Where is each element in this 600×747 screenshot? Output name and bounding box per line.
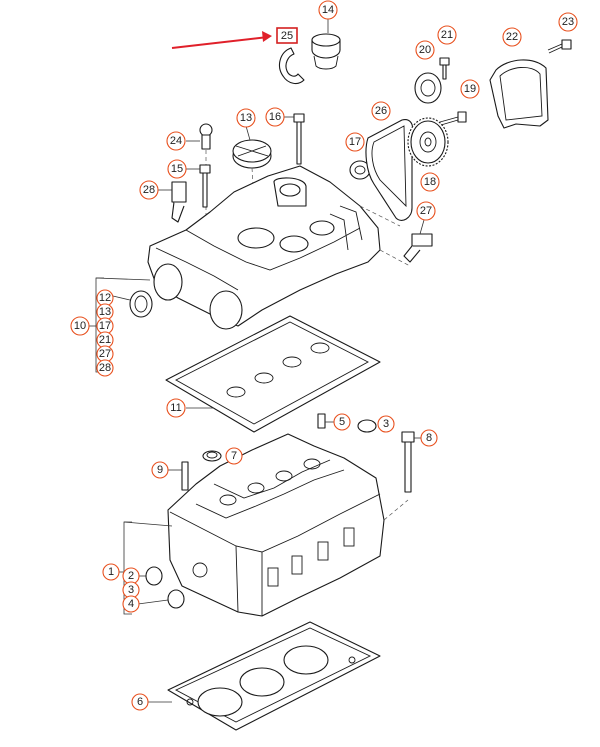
bolt-part-8 [401, 431, 422, 493]
callout-4[interactable]: 4 [122, 595, 140, 613]
callout-13[interactable]: 13 [236, 108, 256, 128]
seal-part-7 [202, 450, 222, 462]
callout-10[interactable]: 10 [70, 316, 90, 336]
bolt-part-15 [186, 164, 211, 208]
callout-16[interactable]: 16 [265, 107, 285, 127]
callout-10-member-28[interactable]: 28 [96, 359, 114, 377]
svg-text:6: 6 [137, 696, 143, 708]
callout-26[interactable]: 26 [371, 101, 391, 121]
pin-part-5 [317, 413, 334, 429]
highlight-label-25[interactable]: 25 [276, 27, 298, 44]
callouts: 14 21 22 23 20 19 26 17 18 27 13 16 24 1… [102, 0, 578, 711]
callout-10-member-12[interactable]: 12 [96, 289, 114, 307]
svg-text:21: 21 [99, 334, 111, 346]
bolt-part-21 [439, 57, 450, 80]
filler-cap-part [311, 19, 341, 70]
callout-6[interactable]: 6 [131, 693, 149, 711]
svg-text:27: 27 [420, 205, 432, 217]
callout-15[interactable]: 15 [167, 159, 187, 179]
svg-text:24: 24 [170, 135, 182, 147]
head-gasket-part-6 [148, 621, 381, 731]
svg-text:10: 10 [74, 320, 86, 332]
svg-text:8: 8 [426, 432, 432, 444]
callout-3-upper[interactable]: 3 [377, 415, 395, 433]
callout-20[interactable]: 20 [415, 40, 435, 60]
svg-text:20: 20 [419, 44, 431, 56]
belt-part-26 [365, 119, 414, 221]
bolt-part-23 [547, 39, 572, 54]
callout-19[interactable]: 19 [460, 79, 480, 99]
callout-24[interactable]: 24 [166, 131, 186, 151]
highlight-arrow [171, 31, 272, 49]
valve-cover-housing [147, 165, 411, 330]
svg-text:19: 19 [464, 83, 476, 95]
svg-text:17: 17 [99, 320, 111, 332]
callout-10-member-27[interactable]: 27 [96, 345, 114, 363]
svg-text:13: 13 [240, 112, 252, 124]
gasket-part-11 [165, 315, 381, 433]
plug-part-3-upper [357, 419, 377, 433]
svg-text:12: 12 [99, 292, 111, 304]
callout-14[interactable]: 14 [318, 0, 338, 20]
callout-28[interactable]: 28 [139, 180, 159, 200]
timing-cover-part-22 [489, 59, 549, 129]
hub-part-20 [414, 72, 442, 104]
sprocket-part-18 [407, 117, 449, 167]
callout-27[interactable]: 27 [416, 201, 436, 221]
svg-text:1: 1 [108, 566, 114, 578]
callout-7[interactable]: 7 [225, 447, 243, 465]
callout-21[interactable]: 21 [437, 25, 457, 45]
svg-text:15: 15 [171, 163, 183, 175]
sensor-part-27 [403, 219, 433, 263]
svg-text:28: 28 [99, 362, 111, 374]
plug-part-4 [167, 589, 185, 609]
svg-text:28: 28 [143, 184, 155, 196]
stud-part-9 [166, 461, 189, 491]
bolt-part-16 [284, 113, 305, 165]
cap-part-13 [232, 125, 272, 201]
callout-3[interactable]: 3 [122, 581, 140, 599]
svg-text:2: 2 [128, 570, 134, 582]
bolt-part-19 [439, 111, 467, 126]
callout-8[interactable]: 8 [420, 429, 438, 447]
svg-text:23: 23 [562, 16, 574, 28]
svg-text:3: 3 [128, 584, 134, 596]
cylinder-head-part-1 [167, 433, 409, 617]
svg-text:9: 9 [157, 464, 163, 476]
svg-text:16: 16 [269, 111, 281, 123]
group-10-callouts: 10 12 13 17 21 27 28 [70, 289, 114, 377]
svg-text:4: 4 [128, 598, 134, 610]
callout-5[interactable]: 5 [333, 413, 351, 431]
callout-17[interactable]: 17 [345, 132, 365, 152]
sensor-part-28 [158, 181, 187, 223]
svg-text:22: 22 [506, 31, 518, 43]
seal-ring-part-12 [112, 290, 153, 318]
highlight-label-text: 25 [281, 30, 293, 42]
svg-text:7: 7 [231, 450, 237, 462]
svg-text:13: 13 [99, 306, 111, 318]
svg-text:3: 3 [383, 418, 389, 430]
svg-text:11: 11 [170, 402, 181, 414]
callout-2[interactable]: 2 [122, 567, 140, 585]
svg-text:17: 17 [349, 136, 361, 148]
svg-text:18: 18 [424, 176, 436, 188]
callout-11[interactable]: 11 [166, 398, 186, 418]
svg-text:5: 5 [339, 416, 345, 428]
callout-10-member-21[interactable]: 21 [96, 331, 114, 349]
callout-10-member-17[interactable]: 17 [96, 317, 114, 335]
callout-1[interactable]: 1 [102, 563, 120, 581]
group-1-bracket [118, 521, 173, 615]
callout-18[interactable]: 18 [420, 172, 440, 192]
valve-part-24 [186, 123, 213, 230]
hose-part [279, 47, 305, 85]
callout-22[interactable]: 22 [502, 27, 522, 47]
svg-text:14: 14 [322, 4, 334, 16]
svg-text:27: 27 [99, 348, 111, 360]
svg-text:26: 26 [375, 105, 387, 117]
callout-9[interactable]: 9 [151, 461, 169, 479]
svg-text:21: 21 [441, 29, 453, 41]
callout-23[interactable]: 23 [558, 12, 578, 32]
plug-part-2 [145, 566, 163, 586]
